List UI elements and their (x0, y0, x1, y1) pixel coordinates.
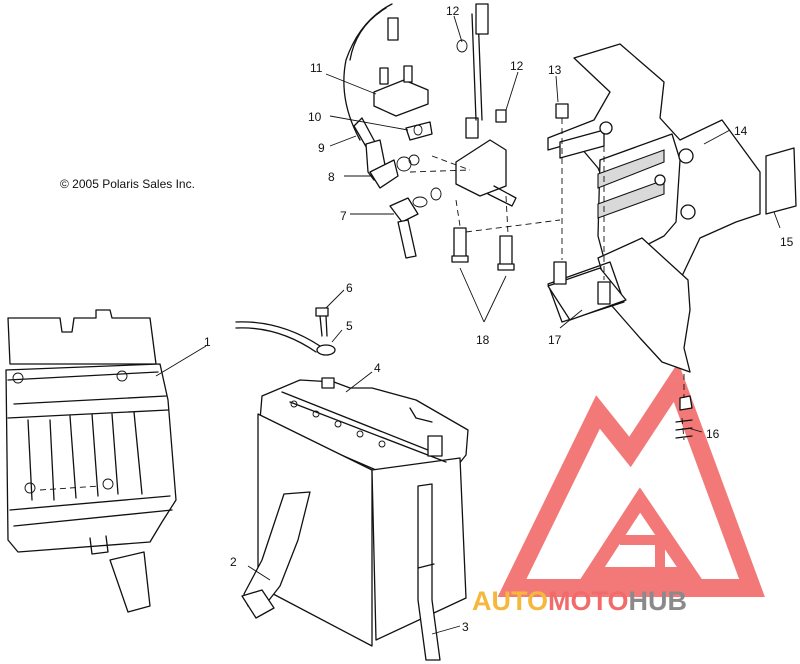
ground-cable-and-bolt (235, 307, 336, 356)
callout-2: 2 (230, 555, 237, 569)
callout-leaders (155, 15, 781, 635)
watermark-text: AUTOMOTOHUB (472, 586, 687, 616)
callout-8: 8 (328, 170, 335, 184)
callout-3: 3 (462, 620, 469, 634)
mounting-bracket (547, 43, 797, 441)
battery-strap-left (241, 491, 311, 619)
callout-12-upper: 12 (446, 4, 460, 18)
callout-16: 16 (706, 427, 720, 441)
copyright-notice: © 2005 Polaris Sales Inc. (60, 177, 195, 191)
callout-11: 11 (310, 61, 323, 75)
watermark-text-auto: AUTO (472, 586, 548, 616)
callout-1: 1 (204, 335, 211, 349)
watermark-text-hub: HUB (629, 586, 688, 616)
callout-numbers: 1 2 3 4 5 6 7 8 9 10 11 12 12 13 14 15 1… (204, 4, 794, 634)
callout-14: 14 (734, 124, 748, 138)
watermark-text-moto: MOTO (548, 586, 629, 616)
callout-12-lower: 12 (510, 59, 524, 73)
battery-cable (417, 483, 441, 661)
callout-4: 4 (374, 361, 381, 375)
callout-10: 10 (308, 110, 322, 124)
callout-13: 13 (548, 63, 562, 77)
callout-5: 5 (346, 319, 353, 333)
callout-18: 18 (476, 333, 490, 347)
callout-15: 15 (780, 235, 794, 249)
callout-7: 7 (340, 209, 347, 223)
battery-holder (5, 309, 177, 613)
callout-17: 17 (548, 333, 562, 347)
callout-9: 9 (318, 141, 325, 155)
relay-assembly (343, 3, 561, 271)
callout-6: 6 (346, 281, 353, 295)
watermark-logo (497, 362, 765, 597)
battery (257, 377, 469, 647)
